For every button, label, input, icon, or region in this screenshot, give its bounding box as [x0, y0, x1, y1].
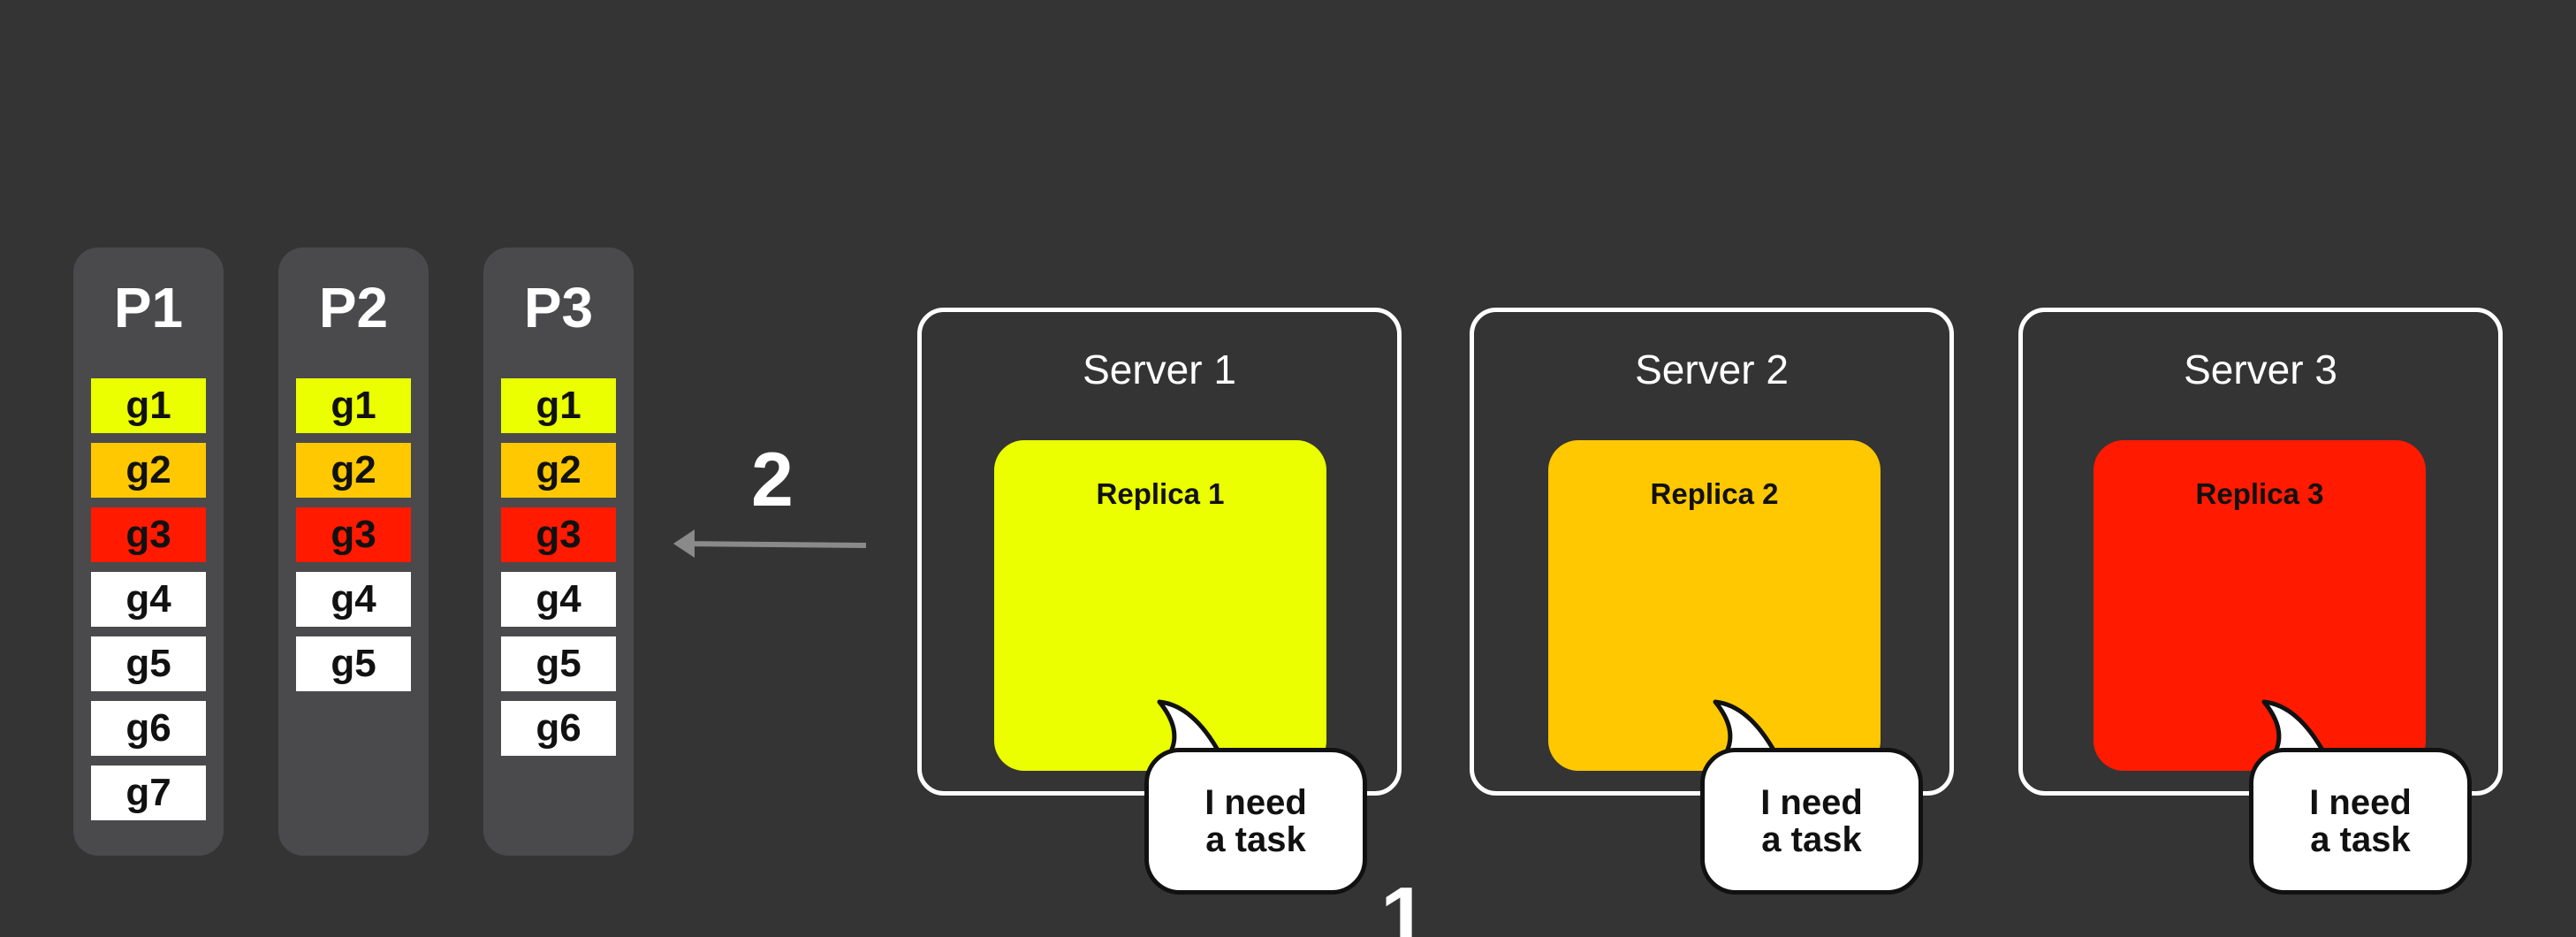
task-box: g5: [296, 636, 411, 691]
replica-2: Replica 2: [1548, 440, 1881, 771]
task-box: g2: [296, 443, 411, 498]
replica-1: Replica 1: [994, 440, 1326, 771]
task-label: g6: [536, 706, 581, 750]
bubble-line: I need: [2309, 783, 2412, 822]
task-label: g7: [125, 771, 171, 814]
task-label: g4: [536, 577, 581, 621]
step-2-label: 2: [751, 438, 794, 522]
task-label: g3: [331, 513, 376, 556]
partition-p1: P1 g1 g2 g3 g4 g5 g6 g7: [73, 248, 224, 856]
replica-3: Replica 3: [2093, 440, 2426, 771]
task-label: g1: [125, 384, 171, 427]
speech-bubble: I need a task: [1144, 748, 1367, 895]
task-box: g5: [501, 636, 616, 691]
task-label: g6: [125, 706, 171, 750]
replica-label: Replica 1: [1096, 477, 1225, 510]
task-box: g1: [296, 378, 411, 433]
server-title: Server 2: [1635, 347, 1789, 392]
task-box: g7: [91, 766, 206, 820]
task-box: g2: [91, 443, 206, 498]
task-box: g4: [296, 572, 411, 627]
speech-bubble: I need a task: [1700, 748, 1923, 895]
replica-label: Replica 2: [1650, 477, 1779, 510]
task-label: g5: [536, 642, 581, 685]
step-1-label: 1: [1380, 875, 1428, 937]
partition-title: P3: [523, 276, 594, 339]
task-label: g5: [331, 642, 376, 685]
task-box: g4: [91, 572, 206, 627]
partition-p3: P3 g1 g2 g3 g4 g5 g6: [483, 248, 634, 856]
arrow-left-icon: [673, 529, 866, 558]
bubble-line: I need: [1204, 783, 1307, 822]
task-label: g4: [125, 577, 171, 621]
server-title: Server 1: [1083, 347, 1236, 392]
speech-bubble: I need a task: [2249, 748, 2472, 895]
task-box: g6: [91, 701, 206, 756]
task-box: g1: [91, 378, 206, 433]
task-box: g3: [296, 507, 411, 562]
bubble-line: a task: [1205, 820, 1306, 859]
bubble-line: a task: [1761, 820, 1862, 859]
replica-label: Replica 3: [2195, 477, 2324, 510]
task-label: g3: [536, 513, 581, 556]
task-box: g3: [91, 507, 206, 562]
task-box: g5: [91, 636, 206, 691]
task-label: g5: [125, 642, 171, 685]
task-box: g2: [501, 443, 616, 498]
bubble-line: I need: [1760, 783, 1863, 822]
task-box: g6: [501, 701, 616, 756]
partition-title: P2: [318, 276, 389, 339]
task-label: g2: [536, 448, 581, 491]
server-title: Server 3: [2184, 347, 2337, 392]
task-label: g2: [125, 448, 171, 491]
task-label: g1: [536, 384, 581, 427]
task-box: g4: [501, 572, 616, 627]
partition-title: P1: [113, 276, 184, 339]
task-label: g4: [331, 577, 376, 621]
partition-p2: P2 g1 g2 g3 g4 g5: [278, 248, 429, 856]
task-label: g2: [331, 448, 376, 491]
task-box: g1: [501, 378, 616, 433]
task-label: g3: [125, 513, 171, 556]
bubble-line: a task: [2310, 820, 2411, 859]
task-label: g1: [331, 384, 376, 427]
task-box: g3: [501, 507, 616, 562]
